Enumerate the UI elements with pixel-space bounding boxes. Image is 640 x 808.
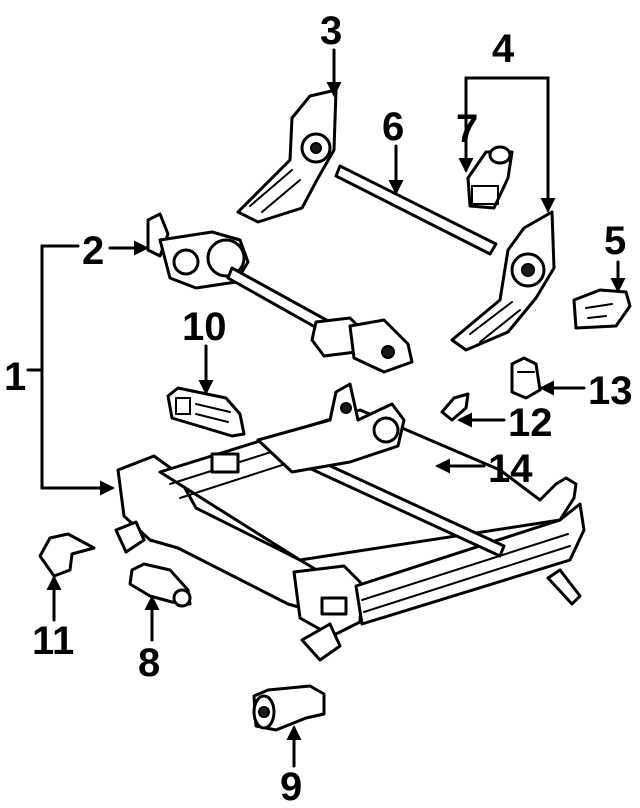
callout-5: 5 (604, 219, 626, 263)
part-3-recliner-bracket (236, 88, 338, 224)
part-2-adjuster-assembly (146, 212, 414, 374)
part-13-clip (510, 356, 542, 400)
part-7-motor (466, 145, 514, 210)
callout-11: 11 (32, 619, 74, 663)
part-12-clip (440, 392, 470, 422)
part-8-switch (128, 562, 192, 608)
callout-9: 9 (280, 765, 302, 808)
part-6-rod (334, 164, 498, 256)
callout-3: 3 (320, 9, 342, 53)
part-4-bracket (450, 210, 556, 352)
callout-2: 2 (82, 229, 104, 273)
callout-6: 6 (382, 105, 404, 149)
callout-10: 10 (182, 305, 227, 349)
part-11-plug (38, 532, 96, 578)
leader-4 (464, 76, 556, 213)
callout-7: 7 (456, 107, 478, 151)
callout-4: 4 (492, 27, 515, 71)
callout-labels: 1 2 3 4 5 6 7 8 9 10 11 12 13 14 (4, 9, 633, 808)
callout-14: 14 (488, 447, 533, 491)
leader-1 (40, 244, 115, 496)
part-10-motor (166, 386, 246, 438)
part-9-motor (252, 684, 326, 732)
callout-8: 8 (138, 641, 160, 685)
part-5-cover (572, 288, 632, 330)
callout-1: 1 (4, 355, 26, 399)
leader-lines (26, 48, 626, 768)
callout-12: 12 (508, 401, 553, 445)
part-1-seat-track-frame (114, 382, 586, 662)
callout-13: 13 (588, 369, 633, 413)
